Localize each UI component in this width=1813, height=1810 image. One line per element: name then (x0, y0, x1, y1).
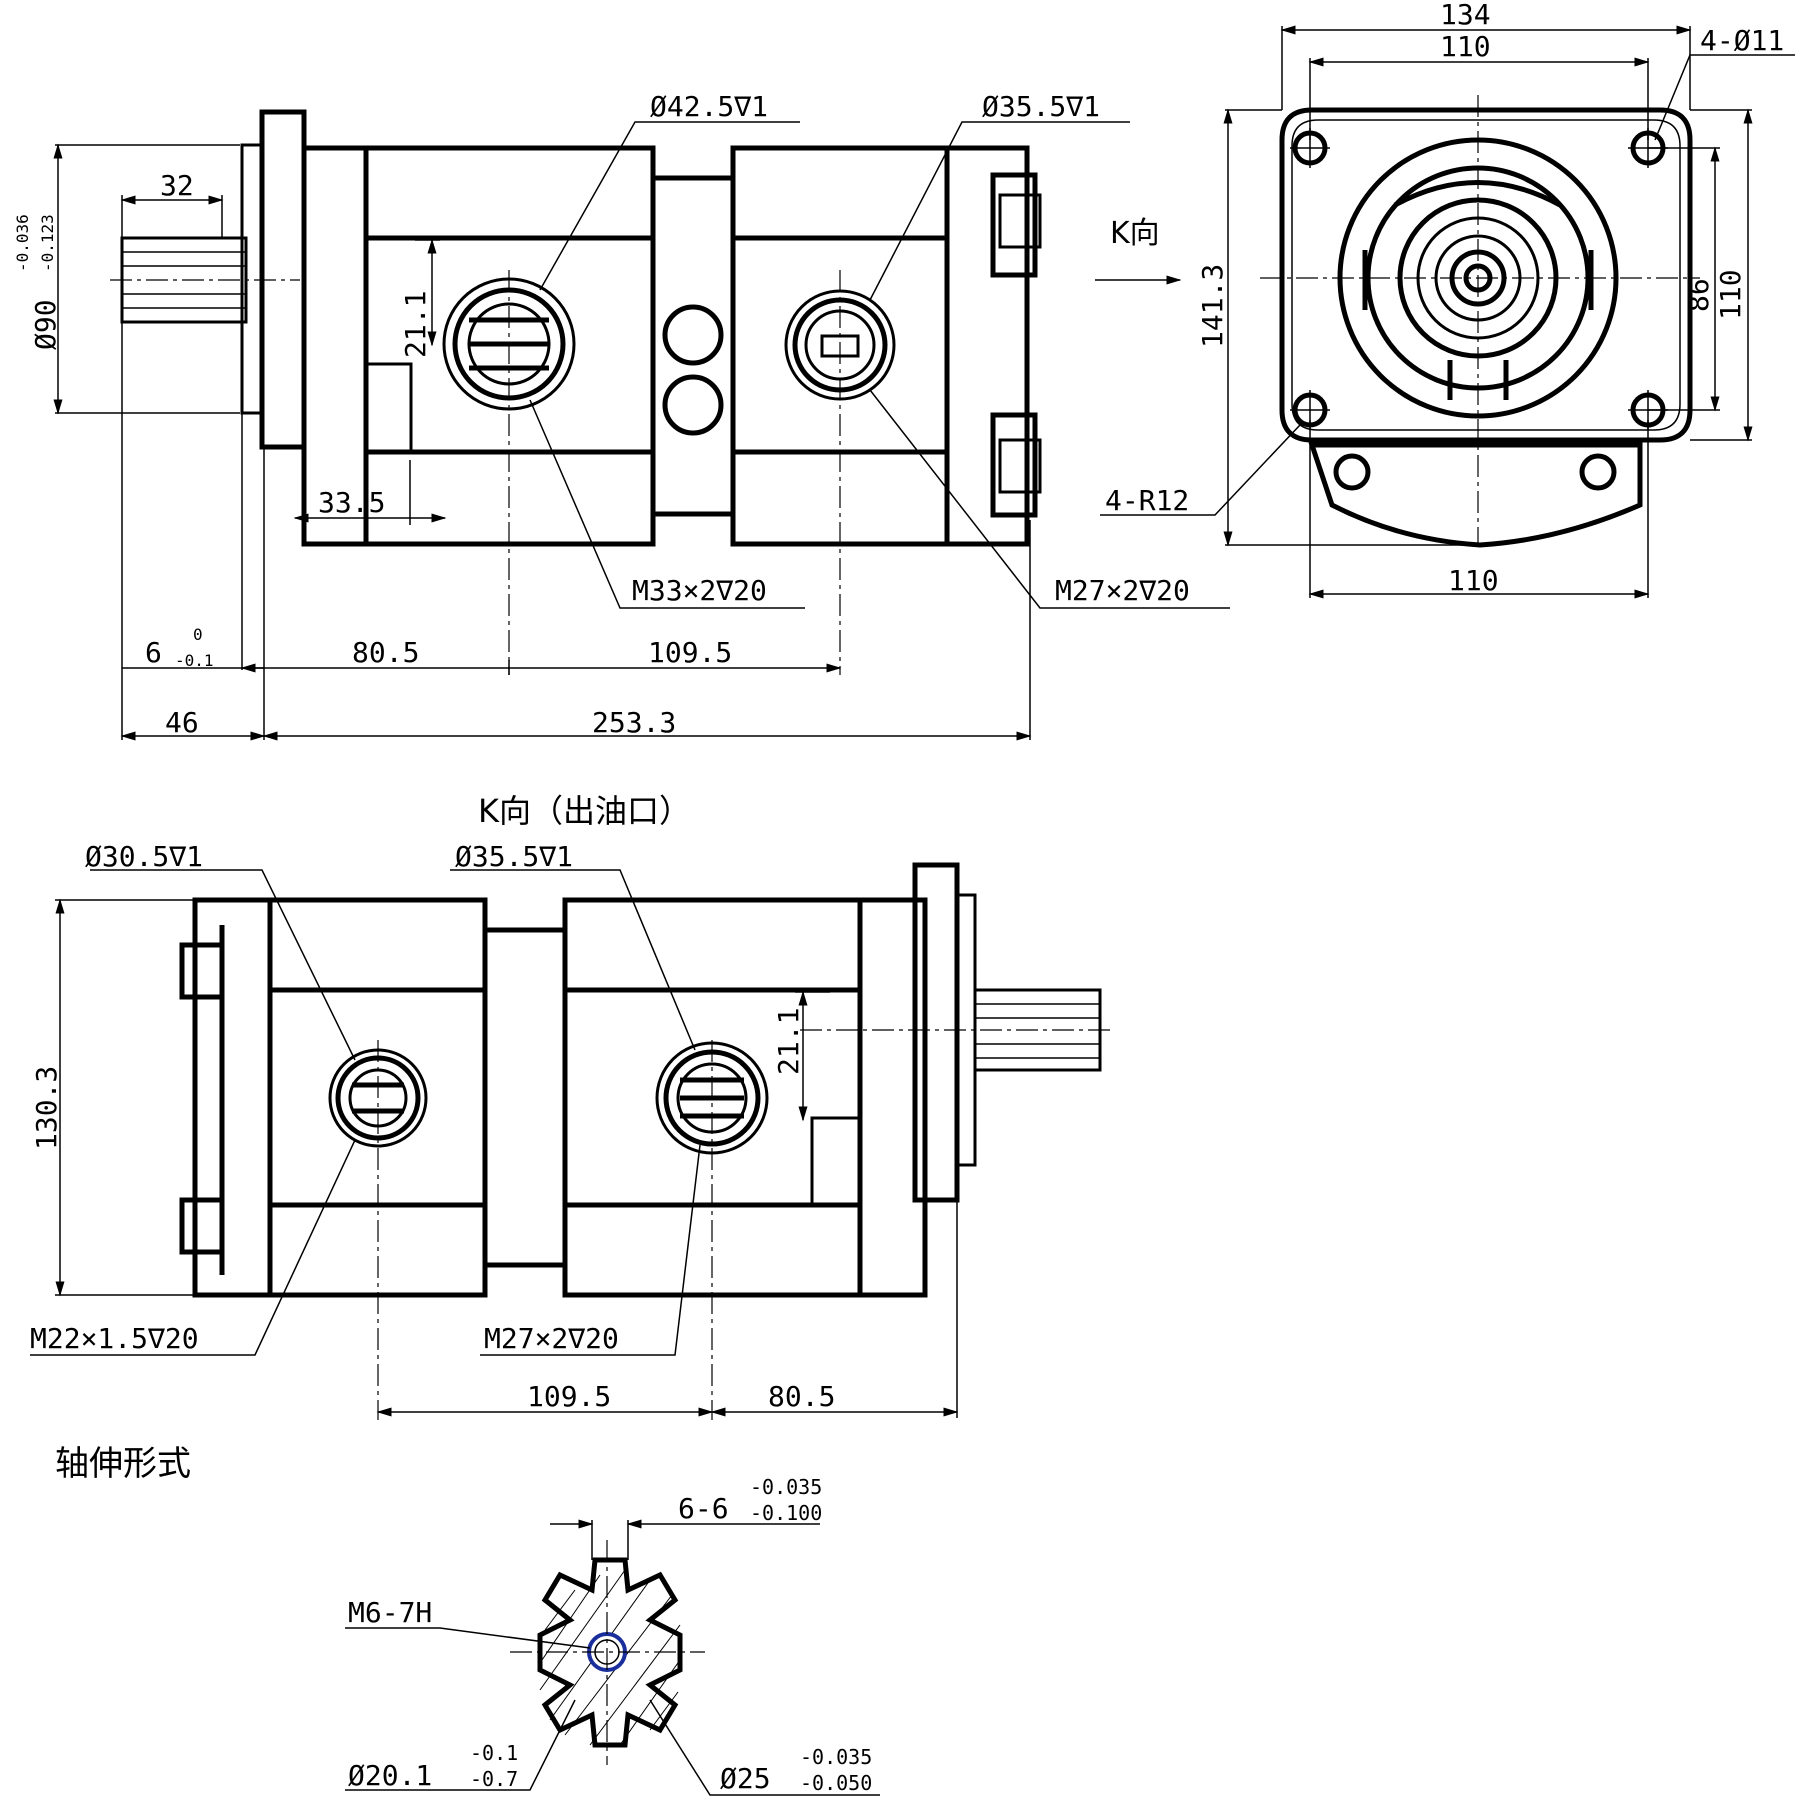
label-dim-253-3: 253.3 (592, 706, 676, 739)
outlet-coupling (482, 927, 568, 1268)
section-hatch (539, 1569, 681, 1746)
label-major-tol-upper: -0.035 (800, 1745, 872, 1769)
shaft-section: 轴伸形式 6-6 -0.035 -0.100 M6-7H (55, 1444, 880, 1796)
label-dim-6: 6 (145, 636, 162, 669)
label-inlet-counterbore: Ø42.5∇1 (650, 90, 768, 123)
label-dim-109-5: 109.5 (648, 636, 732, 669)
label-outlet-dim-80-5: 80.5 (768, 1380, 835, 1413)
label-dim-80-5: 80.5 (352, 636, 419, 669)
label-outlet-thread: M27×2∇20 (1055, 574, 1190, 607)
label-pilot-tol-lower: -0.123 (38, 214, 57, 272)
flange-plate (1279, 107, 1693, 443)
label-spline-tol-lower: -0.100 (750, 1501, 822, 1525)
label-shaft-extension: 轴伸形式 (55, 1444, 191, 1484)
label-tap-hole: M6-7H (348, 1596, 432, 1629)
side-view-top: Ø42.5∇1 Ø35.5∇1 M33×2∇20 M27×2∇20 32 Ø90… (13, 90, 1230, 741)
label-outlet-counterbore: Ø35.5∇1 (982, 90, 1100, 123)
label-minor-dia: Ø20.1 (348, 1759, 432, 1792)
coupling-bolt-upper (662, 304, 724, 366)
label-flange-h: 110 (1714, 269, 1747, 320)
label-pilot-tol-upper: -0.036 (13, 214, 32, 272)
label-bottom-width: 110 (1448, 564, 1499, 597)
outlet-flange (912, 862, 960, 1203)
label-bolt-pitch-v: 86 (1682, 278, 1715, 312)
label-outlet-height: 130.3 (30, 1066, 63, 1150)
label-corner-radius: 4-R12 (1105, 484, 1189, 517)
label-spline-tol-upper: -0.035 (750, 1475, 822, 1499)
flange-view: K向 (1095, 0, 1795, 599)
rear-cover (944, 145, 1030, 547)
label-front-thread: M27×2∇20 (484, 1322, 619, 1355)
label-shaft-length: 32 (160, 169, 194, 202)
label-dim-46: 46 (165, 706, 199, 739)
label-width-outer: 134 (1440, 0, 1491, 31)
label-port-offset: 21.1 (399, 291, 432, 358)
label-dim-33-5: 33.5 (318, 486, 385, 519)
label-rear-counterbore: Ø30.5∇1 (85, 840, 203, 873)
label-major-tol-lower: -0.050 (800, 1771, 872, 1795)
label-minor-tol-lower: -0.7 (470, 1767, 518, 1791)
label-flange-height: 141.3 (1196, 264, 1229, 348)
label-k-direction: K向 (1110, 216, 1160, 251)
label-spline: 6-6 (678, 1492, 729, 1525)
label-holes: 4-Ø11 (1700, 24, 1784, 57)
label-width-bolt: 110 (1440, 30, 1491, 63)
label-major-dia: Ø25 (720, 1762, 771, 1795)
label-pilot-dia: Ø90 (29, 299, 62, 350)
label-front-counterbore: Ø35.5∇1 (455, 840, 573, 873)
flange-lug (1308, 442, 1643, 548)
outlet-rear-cover (192, 897, 273, 1298)
label-inlet-thread: M33×2∇20 (632, 574, 767, 607)
label-outlet-dim-109-5: 109.5 (527, 1380, 611, 1413)
coupling-bolt-lower (662, 374, 724, 436)
label-dim-6-tol-lower: -0.1 (175, 651, 214, 670)
spline-profile (537, 1557, 683, 1748)
label-k-direction-outlet: K向（出油口） (478, 792, 691, 830)
outlet-view: K向（出油口） (30, 792, 1115, 1420)
label-rear-thread: M22×1.5∇20 (30, 1322, 199, 1355)
label-minor-tol-upper: -0.1 (470, 1741, 518, 1765)
label-outlet-port-offset: 21.1 (772, 1008, 805, 1075)
label-dim-6-tol-upper: 0 (193, 625, 203, 644)
